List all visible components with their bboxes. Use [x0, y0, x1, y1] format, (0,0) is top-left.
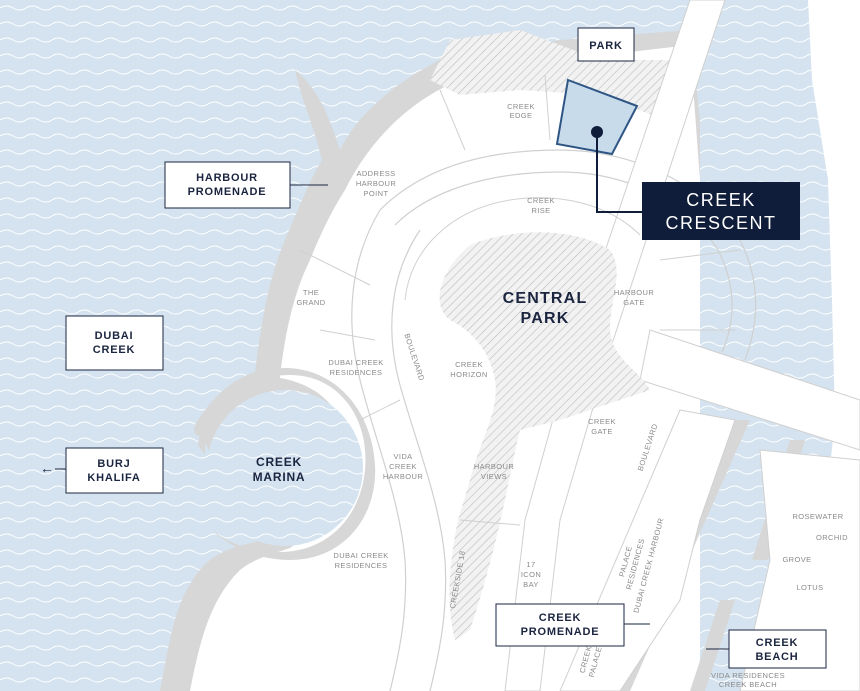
creek-marina-water — [207, 390, 363, 546]
district-lotus: LOTUS — [796, 583, 823, 592]
callout-creek-promenade-line2: PROMENADE — [521, 626, 600, 638]
featured-creek-crescent[interactable]: CREEK CRESCENT — [642, 182, 800, 240]
callout-harbour-promenade-line1: HARBOUR — [196, 172, 258, 184]
callout-burj-khalifa[interactable]: ← BURJ KHALIFA — [40, 447, 164, 494]
district-icon-bay-line2: ICON — [521, 570, 541, 579]
district-dcr1-line1: DUBAI CREEK — [328, 358, 383, 367]
district-harbour-views-line2: VIEWS — [481, 472, 507, 481]
callout-harbour-promenade-line2: PROMENADE — [188, 186, 267, 198]
district-vida-beach-line2: CREEK BEACH — [719, 680, 777, 689]
callout-creek-beach-line1: CREEK — [756, 637, 799, 649]
divider-2 — [544, 74, 551, 141]
park-strip — [430, 30, 690, 120]
district-creek-rise-line2: RISE — [531, 206, 550, 215]
central-park-line1: CENTRAL — [503, 290, 588, 307]
creek-crescent-plot[interactable] — [555, 78, 639, 156]
district-address-line3: POINT — [364, 189, 389, 198]
divider-4 — [319, 329, 376, 341]
district-creek-gate-line1: CREEK — [588, 417, 616, 426]
district-icon-bay-line1: 17 — [526, 560, 535, 569]
callout-park-label: PARK — [589, 40, 623, 52]
callout-creek-promenade[interactable]: CREEK PROMENADE — [495, 603, 650, 647]
district-vida-line2: CREEK — [389, 462, 417, 471]
district-creek-horizon-line1: CREEK — [455, 360, 483, 369]
district-dcr2-line1: DUBAI CREEK — [333, 551, 388, 560]
district-vida-line1: VIDA — [393, 452, 412, 461]
district-the-grand-line1: THE — [303, 288, 319, 297]
callout-burj-khalifa-line2: KHALIFA — [87, 472, 140, 484]
central-park-area — [439, 232, 650, 640]
callout-harbour-promenade[interactable]: HARBOUR PROMENADE — [164, 161, 328, 209]
callout-burj-khalifa-line1: BURJ — [97, 458, 130, 470]
divider-7 — [359, 399, 401, 421]
creek-marina-line2: MARINA — [253, 470, 306, 484]
callout-creek-promenade-line1: CREEK — [539, 612, 582, 624]
district-harbour-gate-line1: HARBOUR — [614, 288, 654, 297]
district-rosewater: ROSEWATER — [792, 512, 843, 521]
east-road — [639, 329, 860, 451]
district-the-grand-line2: GRAND — [296, 298, 325, 307]
featured-line1: CREEK — [686, 190, 756, 210]
district-creek-horizon-line2: HORIZON — [450, 370, 487, 379]
callout-dubai-creek[interactable]: DUBAI CREEK — [65, 315, 164, 371]
district-creek-edge-line2: EDGE — [510, 111, 533, 120]
divider-5 — [659, 249, 741, 261]
district-address-line2: HARBOUR — [356, 179, 396, 188]
callout-park[interactable]: PARK — [577, 27, 635, 62]
district-vida-beach-line1: VIDA RESIDENCES — [711, 671, 785, 680]
district-harbour-views-line1: HARBOUR — [474, 462, 514, 471]
district-harbour-gate-line2: GATE — [623, 298, 644, 307]
callout-creek-beach[interactable]: CREEK BEACH — [706, 629, 827, 669]
featured-line2: CRESCENT — [665, 213, 776, 233]
central-park-line2: PARK — [521, 310, 570, 327]
channel-3 — [690, 600, 735, 691]
left-boulevard — [351, 209, 407, 691]
district-dcr2-line2: RESIDENCES — [335, 561, 388, 570]
district-creek-gate-line2: GATE — [591, 427, 612, 436]
arrow-left-icon: ← — [40, 460, 54, 476]
district-address-line1: ADDRESS — [356, 169, 395, 178]
district-icon-bay-line3: BAY — [523, 580, 539, 589]
left-boulevard-inner — [391, 229, 447, 691]
district-creek-rise-line1: CREEK — [527, 196, 555, 205]
creek-crescent-leader — [596, 132, 642, 213]
divider-8 — [459, 519, 521, 526]
district-dcr1-line2: RESIDENCES — [330, 368, 383, 377]
divider-1 — [439, 89, 466, 151]
divider-3 — [299, 249, 371, 286]
callout-creek-beach-line2: BEACH — [755, 651, 798, 663]
district-creek-edge-line1: CREEK — [507, 102, 535, 111]
callout-dubai-creek-line2: CREEK — [93, 344, 136, 356]
district-grove: GROVE — [782, 555, 811, 564]
callout-dubai-creek-line1: DUBAI — [95, 330, 134, 342]
district-orchid: ORCHID — [816, 533, 848, 542]
district-vida-line3: HARBOUR — [383, 472, 423, 481]
creek-marina-line1: CREEK — [256, 455, 302, 469]
